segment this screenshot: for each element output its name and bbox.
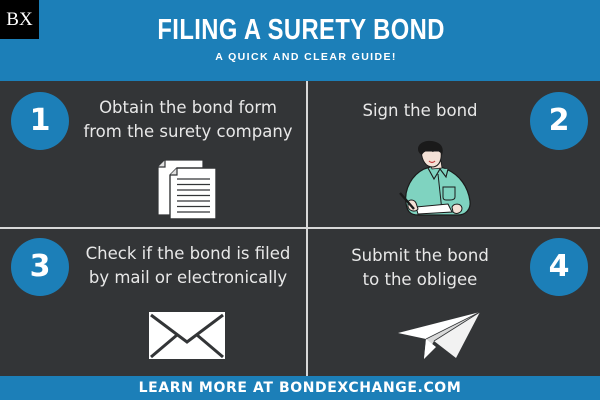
step-4-number-badge: 4 bbox=[530, 238, 588, 296]
step-1-number-badge: 1 bbox=[11, 92, 69, 150]
step-3-line-2: by mail or electronically bbox=[88, 268, 288, 287]
paper-plane-icon bbox=[398, 311, 481, 359]
step-4-text: Submit the bond to the obligee bbox=[320, 244, 520, 292]
page-title: FILING A SURETY BOND bbox=[157, 14, 445, 46]
step-1-line-2: from the surety company bbox=[83, 122, 293, 141]
header-banner: BX FILING A SURETY BOND A QUICK AND CLEA… bbox=[0, 0, 600, 81]
bx-logo[interactable]: BX bbox=[0, 0, 39, 39]
step-4-line-2: to the obligee bbox=[362, 270, 478, 289]
step-4-line-1: Submit the bond bbox=[351, 246, 489, 265]
person-signing-icon bbox=[399, 140, 471, 216]
step-2-line-1: Sign the bond bbox=[362, 101, 478, 120]
page-subtitle: A QUICK AND CLEAR GUIDE! bbox=[215, 51, 397, 63]
horizontal-divider bbox=[0, 227, 600, 229]
documents-icon bbox=[157, 159, 217, 220]
footer-link[interactable]: LEARN MORE AT BONDEXCHANGE.COM bbox=[0, 376, 600, 400]
step-2-number-badge: 2 bbox=[530, 92, 588, 150]
step-1-line-1: Obtain the bond form bbox=[99, 98, 277, 117]
step-1-text: Obtain the bond form from the surety com… bbox=[79, 96, 297, 144]
step-3-number-badge: 3 bbox=[11, 238, 69, 296]
step-3-line-1: Check if the bond is filed bbox=[85, 244, 291, 263]
step-2-text: Sign the bond bbox=[320, 99, 520, 123]
envelope-icon bbox=[149, 312, 225, 359]
step-3-text: Check if the bond is filed by mail or el… bbox=[77, 242, 299, 290]
